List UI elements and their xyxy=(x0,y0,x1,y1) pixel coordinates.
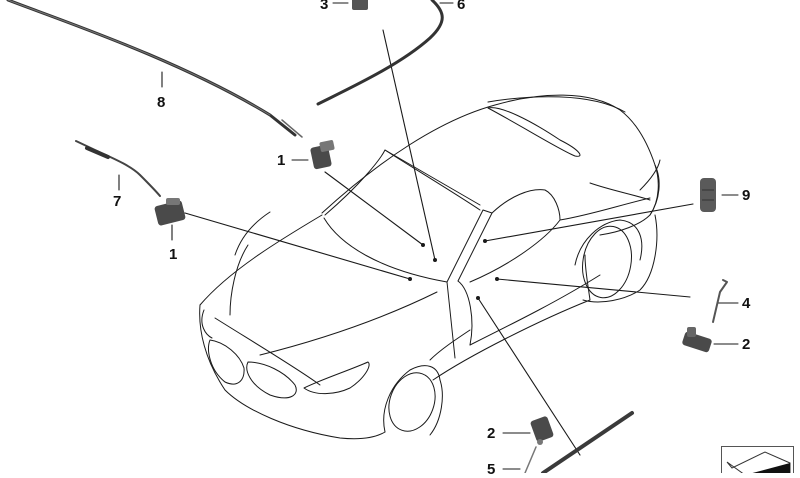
part-4-bracket[interactable] xyxy=(712,279,728,323)
callout-2-right[interactable]: 2 xyxy=(742,336,751,353)
part-1-sensor-upper[interactable] xyxy=(310,140,335,170)
part-6-wiring-harness[interactable] xyxy=(316,0,444,106)
callout-2-bottom[interactable]: 2 xyxy=(487,425,496,442)
part-7-wiring-harness[interactable] xyxy=(75,140,161,197)
part-8-wiring-harness[interactable] xyxy=(6,0,303,138)
part-9-module[interactable] xyxy=(700,178,716,212)
next-page-arrow-icon[interactable] xyxy=(721,446,794,474)
callout-8[interactable]: 8 xyxy=(157,94,166,111)
part-1-sensor-lower[interactable] xyxy=(154,198,186,226)
callout-3[interactable]: 3 xyxy=(320,0,329,13)
callout-5[interactable]: 5 xyxy=(487,461,496,478)
callout-4[interactable]: 4 xyxy=(742,295,751,312)
car-outline xyxy=(199,94,661,440)
callout-6[interactable]: 6 xyxy=(457,0,466,13)
callout-7[interactable]: 7 xyxy=(113,193,122,210)
attachment-points xyxy=(408,239,499,300)
callout-1-upper[interactable]: 1 xyxy=(277,152,286,169)
callout-9[interactable]: 9 xyxy=(742,187,751,204)
part-2-sensor-right[interactable] xyxy=(682,327,713,353)
part-5-strip[interactable] xyxy=(524,411,634,473)
part-2-sensor-bottom[interactable] xyxy=(530,416,554,445)
callout-1-lower[interactable]: 1 xyxy=(169,246,178,263)
part-3-sensor[interactable] xyxy=(352,0,368,10)
leader-lines xyxy=(118,2,739,470)
